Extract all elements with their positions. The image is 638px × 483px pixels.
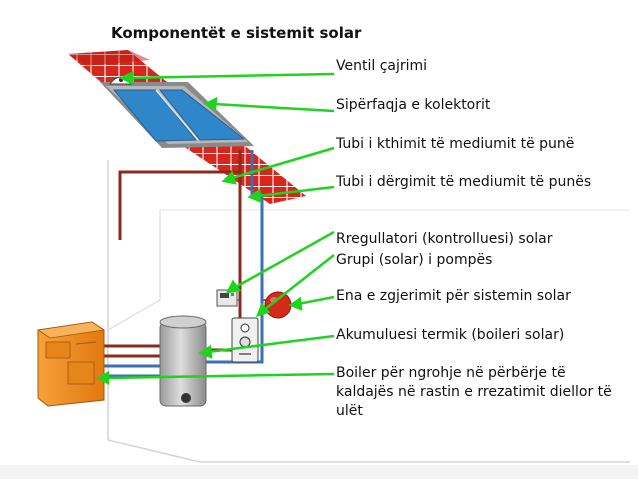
label-heating-boiler: Boiler për ngrohje në përbërje të kaldaj… — [336, 365, 612, 419]
pointer-boiler — [96, 370, 335, 386]
pointer-akumuluesi — [198, 334, 335, 359]
solar-collector — [100, 82, 254, 148]
footer-strip — [0, 465, 638, 479]
pointer-tubi-kthimit — [221, 146, 335, 185]
label-solar-controller: Rregullatori (kontrolluesi) solar — [336, 231, 553, 247]
pump-group-icon — [231, 317, 259, 363]
pointer-ventil — [119, 70, 335, 86]
label-collector-surface: Sipërfaqja e kolektorit — [336, 97, 491, 113]
house-structure — [107, 160, 630, 463]
label-storage-tank: Akumuluesi termik (boileri solar) — [336, 327, 565, 343]
pointer-tubi-dergimit — [247, 185, 335, 203]
label-supply-pipe: Tubi i dërgimit të mediumit të punës — [336, 174, 592, 190]
label-return-pipe: Tubi i kthimit të mediumit të punë — [336, 136, 575, 152]
storage-tank-icon — [159, 315, 207, 407]
pointer-arrows — [96, 70, 335, 386]
pointer-pompa — [255, 254, 335, 317]
diagram-title: Komponentët e sistemit solar — [111, 24, 362, 42]
label-pump-group: Grupi (solar) i pompës — [336, 252, 493, 268]
pointer-kolektori — [203, 96, 335, 113]
heating-boiler-icon — [36, 321, 106, 407]
pointer-ena-zgjerimit — [288, 295, 335, 311]
pointer-rregullatori — [225, 230, 335, 294]
solar-controller-icon — [216, 289, 238, 307]
label-expansion-vessel: Ena e zgjerimit për sistemin solar — [336, 288, 571, 304]
label-vent-valve: Ventil çajrimi — [336, 58, 428, 74]
